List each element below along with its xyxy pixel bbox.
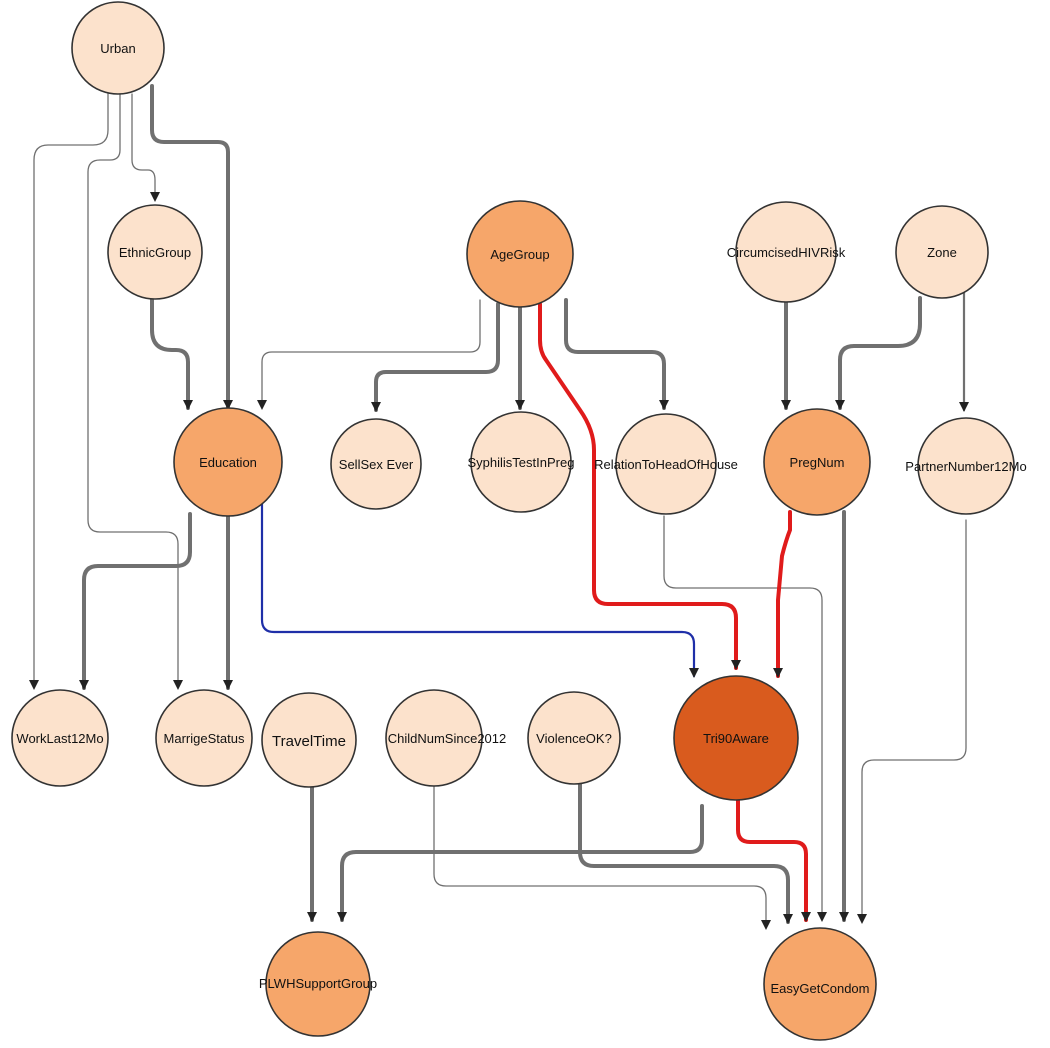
node-education[interactable]: Education (173, 407, 283, 517)
node-label: SellSex Ever (339, 457, 414, 472)
node-syphilistestinpreg[interactable]: SyphilisTestInPreg (468, 411, 575, 513)
node-circle (173, 407, 283, 517)
node-circle (71, 1, 165, 95)
node-plwhsupportgroup[interactable]: PLWHSupportGroup (259, 931, 377, 1037)
node-label: SyphilisTestInPreg (468, 455, 575, 470)
edge-agegroup-education (257, 299, 481, 410)
node-label: ChildNumSince2012 (388, 731, 507, 746)
edge-urban-worklast12mo (29, 87, 109, 690)
node-circle (470, 411, 572, 513)
edge-urban-ethnicgroup (131, 93, 160, 202)
node-label: Zone (927, 245, 957, 260)
edge-childnumsince2012-easygetcondom (433, 785, 771, 930)
node-circle (11, 689, 109, 787)
node-circle (466, 200, 574, 308)
node-label: MarrigeStatus (164, 731, 245, 746)
node-label: TravelTime (272, 733, 346, 750)
node-label: PregNum (790, 455, 845, 470)
node-agegroup[interactable]: AgeGroup (466, 200, 574, 308)
node-label: ViolenceOK? (536, 731, 612, 746)
node-zone[interactable]: Zone (895, 205, 989, 299)
edge-urban-marriagestatus (87, 91, 183, 690)
edge-partnernumber12mo-easygetcondom (857, 519, 967, 924)
node-circle (265, 931, 371, 1037)
node-label: EthnicGroup (119, 245, 191, 260)
edge-pregnum-tri90aware (773, 510, 792, 678)
node-tri90aware[interactable]: Tri90Aware (673, 675, 799, 801)
node-circle (917, 417, 1015, 515)
node-label: PLWHSupportGroup (259, 976, 377, 991)
node-circle (527, 691, 621, 785)
node-circle (763, 408, 871, 516)
edge-education-tri90aware (260, 502, 699, 678)
node-circle (615, 413, 717, 515)
node-circle (261, 692, 357, 788)
node-label: Tri90Aware (703, 731, 769, 746)
node-circle (385, 689, 483, 787)
node-relationtoheadofhouse[interactable]: RelationToHeadOfHouse (594, 413, 738, 515)
node-circle (735, 201, 837, 303)
edge-agegroup-sellsexever (371, 302, 500, 412)
node-childnumsince2012[interactable]: ChildNumSince2012 (385, 689, 507, 787)
node-label: PartnerNumber12Mo (905, 459, 1026, 474)
edge-relationtoheadofhouse-easygetcondom (663, 515, 827, 922)
node-label: RelationToHeadOfHouse (594, 457, 738, 472)
node-partnernumber12mo[interactable]: PartnerNumber12Mo (905, 417, 1027, 515)
node-circle (763, 927, 877, 1041)
edge-tri90aware-easygetcondom (736, 798, 811, 922)
edge-education-worklast12mo (79, 512, 192, 690)
node-traveltime[interactable]: TravelTime (261, 692, 357, 788)
edge-layer (29, 84, 969, 930)
node-pregnum[interactable]: PregNum (763, 408, 871, 516)
edge-tri90aware-plwhsupportgroup (337, 804, 704, 922)
node-marriagestatus[interactable]: MarrigeStatus (155, 689, 253, 787)
node-violenceok[interactable]: ViolenceOK? (527, 691, 621, 785)
edge-zone-pregnum (835, 296, 922, 410)
edge-agegroup-relationtoheadofhouse (564, 298, 669, 410)
node-layer: Urban EthnicGroup AgeGroup CircumcisedHI… (11, 1, 1027, 1041)
node-ethnicgroup[interactable]: EthnicGroup (107, 204, 203, 300)
node-sellsexever[interactable]: SellSex Ever (330, 418, 422, 510)
node-circumcisedhivrisk[interactable]: CircumcisedHIVRisk (727, 201, 846, 303)
node-circle (155, 689, 253, 787)
edge-violenceok-easygetcondom (578, 782, 793, 924)
node-circle (673, 675, 799, 801)
node-label: WorkLast12Mo (16, 731, 103, 746)
node-circle (895, 205, 989, 299)
edge-agegroup-tri90aware (538, 302, 741, 670)
node-label: EasyGetCondom (771, 981, 870, 996)
edge-ethnicgroup-education (150, 298, 193, 410)
node-urban[interactable]: Urban (71, 1, 165, 95)
node-worklast12mo[interactable]: WorkLast12Mo (11, 689, 109, 787)
node-label: CircumcisedHIVRisk (727, 245, 846, 260)
node-label: Urban (100, 41, 135, 56)
edge-urban-education (150, 84, 233, 410)
node-label: Education (199, 455, 257, 470)
node-label: AgeGroup (490, 247, 549, 262)
node-circle (107, 204, 203, 300)
node-circle (330, 418, 422, 510)
node-easygetcondom[interactable]: EasyGetCondom (763, 927, 877, 1041)
